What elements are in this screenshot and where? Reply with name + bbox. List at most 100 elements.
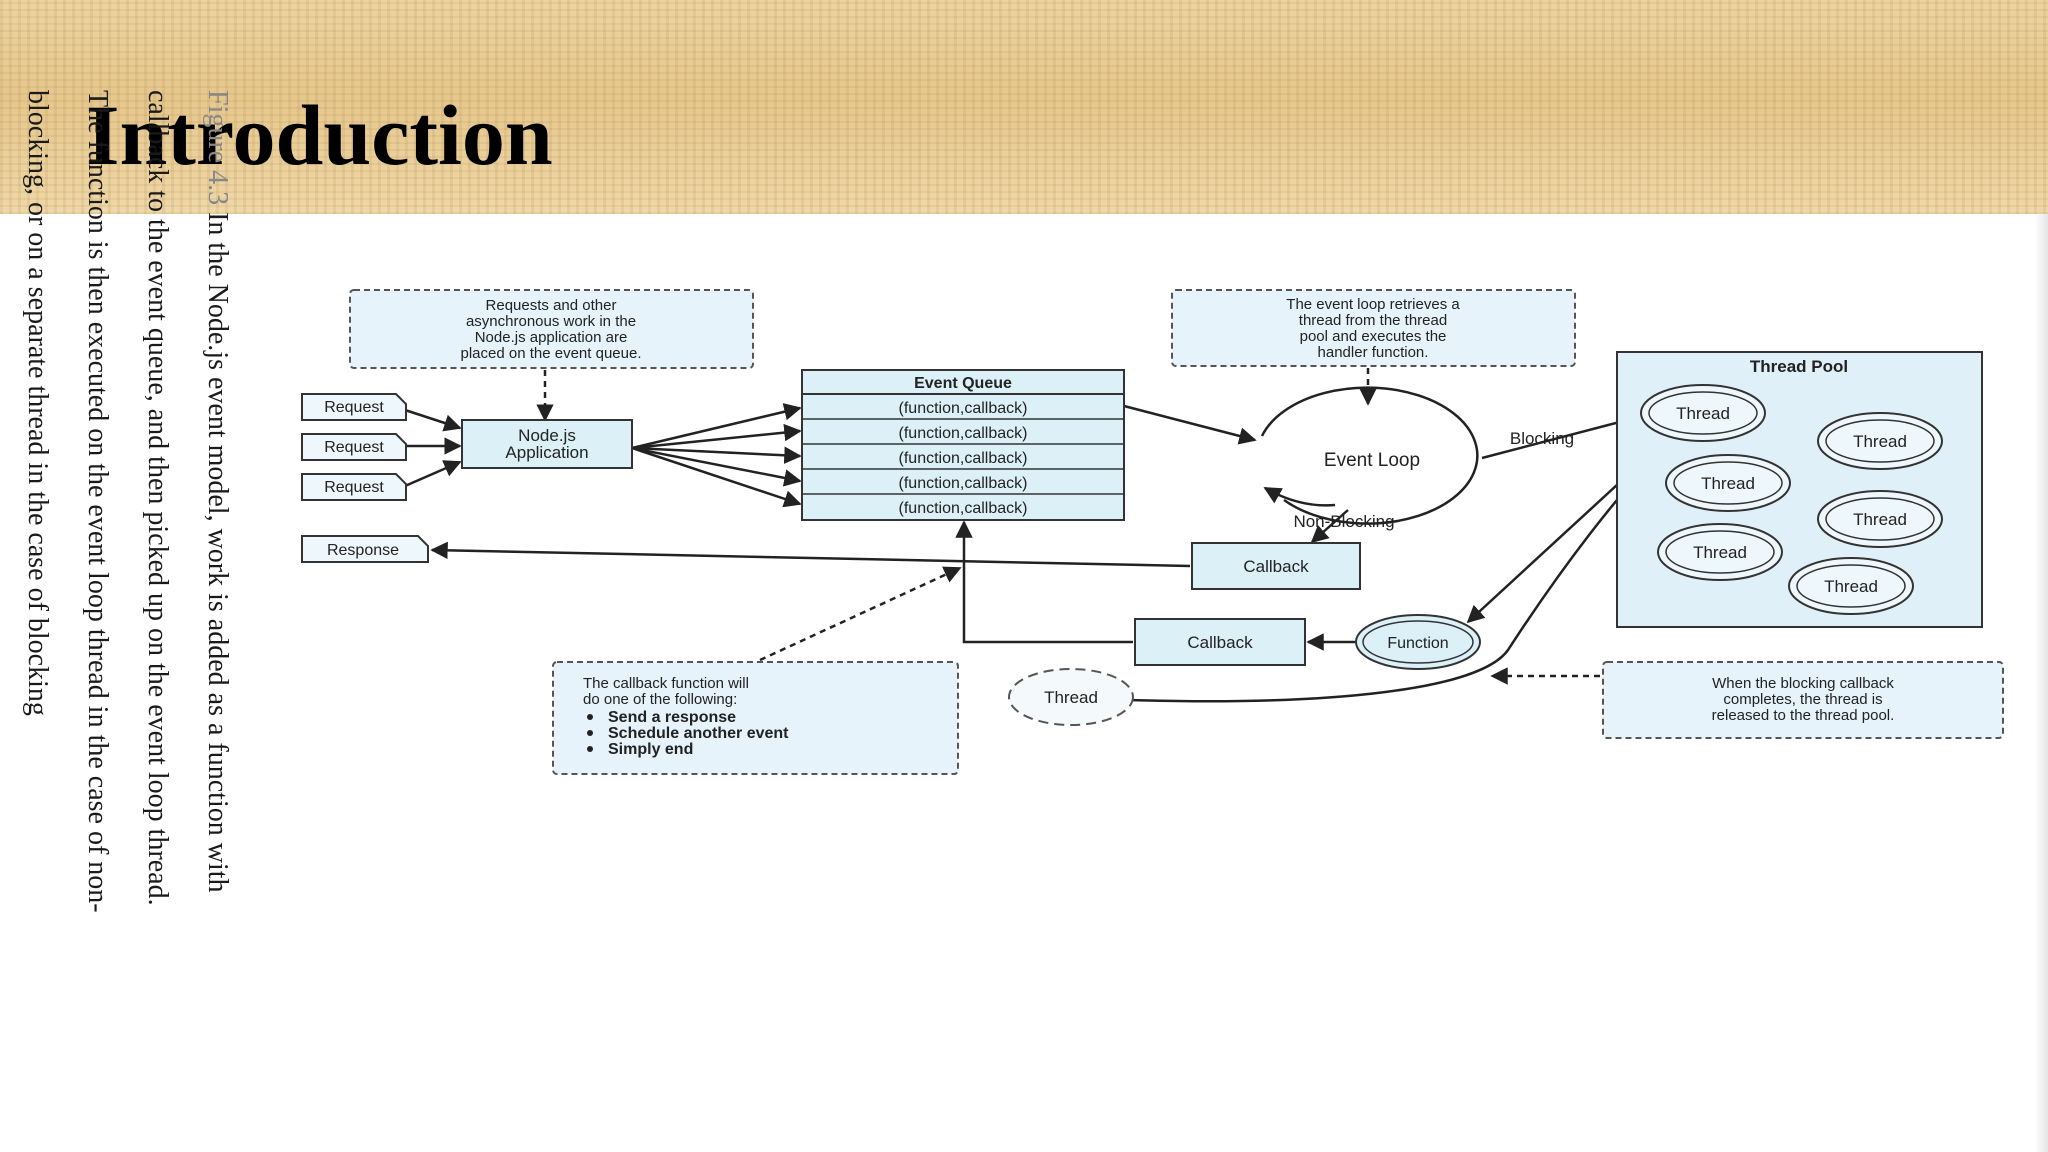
connectors — [404, 368, 1674, 703]
note-callback-item-1: Send a response — [608, 709, 736, 726]
blocking-label: Blocking — [1510, 429, 1574, 448]
pool-thread-1-inner — [1648, 391, 1758, 435]
pool-thread-3-outer — [1665, 454, 1791, 512]
event-loop-circle — [1260, 386, 1479, 525]
blocking-arrow — [1481, 413, 1637, 460]
callback-box-2: Callback — [1134, 618, 1306, 666]
note-requests-box — [349, 289, 754, 369]
request-doc-3: Request — [301, 473, 407, 501]
note-requests-line-3: Node.js application are — [475, 329, 628, 346]
note-release-line-1: When the blocking callback — [1712, 675, 1894, 692]
request-1-arrow — [404, 408, 462, 432]
callback-box-1-label: Callback — [1243, 557, 1309, 576]
queue-item-5: (function,callback) — [899, 500, 1028, 517]
pool-thread-6-outer — [1788, 557, 1914, 615]
note-event-loop: The event loop retrieves a thread from t… — [1171, 289, 1576, 367]
pool-thread-5-inner — [1665, 530, 1775, 574]
app-to-queue-2 — [631, 423, 802, 450]
note-callback-item-2: Schedule another event — [608, 725, 789, 742]
note-callback-box — [552, 661, 959, 775]
note-callback-line-1: The callback function will — [583, 675, 749, 692]
pool-thread-4: Thread — [1817, 490, 1943, 548]
pool-thread-1: Thread — [1640, 384, 1766, 442]
pool-thread-6-inner — [1796, 564, 1906, 608]
pool-thread-5: Thread — [1657, 523, 1783, 581]
request-doc-3-shape — [301, 473, 407, 501]
pool-thread-1-label: Thread — [1676, 404, 1730, 423]
released-thread-label: Thread — [1044, 688, 1098, 707]
nodejs-application: Node.js Application — [461, 419, 633, 469]
function-node-outer — [1355, 614, 1481, 670]
request-doc-2: Request — [301, 433, 407, 461]
bullet-3 — [587, 746, 593, 752]
note-event-loop-line-2: thread from the thread — [1299, 312, 1447, 329]
note-requests: Requests and other asynchronous work in … — [349, 289, 754, 369]
pool-thread-3: Thread — [1665, 454, 1791, 512]
nonblocking-arrow — [1310, 509, 1349, 544]
app-to-queue-5 — [631, 446, 802, 508]
app-to-queue-3 — [631, 446, 802, 464]
slide-edge-shadow — [2034, 214, 2048, 1152]
note-requests-line-1: Requests and other — [486, 297, 617, 314]
callback-box-1: Callback — [1191, 542, 1361, 590]
nodejs-application-line-1: Node.js — [518, 426, 576, 445]
note-release-line-3: released to the thread pool. — [1712, 707, 1895, 724]
note-event-loop-box — [1171, 289, 1576, 367]
loop-return-arrow — [1263, 486, 1336, 507]
callback-box-1-shape — [1191, 542, 1361, 590]
event-queue-title: Event Queue — [914, 375, 1012, 392]
pool-thread-5-outer — [1657, 523, 1783, 581]
request-doc-1-shape — [301, 393, 407, 421]
note-callback-item-3: Simply end — [608, 741, 693, 758]
request-doc-2-shape — [301, 433, 407, 461]
request-doc-1: Request — [301, 393, 407, 421]
pool-thread-4-inner — [1825, 497, 1935, 541]
event-loop: Event Loop Blocking Non-Blocking — [1260, 386, 1574, 531]
request-doc-1-label: Request — [324, 399, 384, 416]
pool-thread-4-outer — [1817, 490, 1943, 548]
slide-title: Introduction — [86, 87, 553, 183]
queue-to-loop — [1123, 404, 1257, 445]
pool-thread-2-label: Thread — [1853, 432, 1907, 451]
pool-thread-3-label: Thread — [1701, 474, 1755, 493]
thread-pool: Thread Pool Thread Thread Thread Thread … — [1616, 351, 1983, 628]
event-loop-label: Event Loop — [1324, 450, 1420, 471]
non-blocking-label: Non-Blocking — [1293, 512, 1394, 531]
event-queue-box — [801, 369, 1125, 521]
note-event-loop-line-4: handler function. — [1318, 344, 1429, 361]
note-release-box — [1602, 661, 2004, 739]
callback-box-2-label: Callback — [1187, 633, 1253, 652]
queue-item-4: (function,callback) — [899, 475, 1028, 492]
pool-thread-1-outer — [1640, 384, 1766, 442]
bullet-2 — [587, 730, 593, 736]
queue-item-2: (function,callback) — [899, 425, 1028, 442]
note-requests-line-2: asynchronous work in the — [466, 313, 636, 330]
request-3-arrow — [404, 460, 462, 488]
app-to-queue-1 — [631, 403, 802, 450]
released-thread-outer — [1008, 668, 1134, 726]
queue-item-1: (function,callback) — [899, 400, 1028, 417]
note-callback: The callback function will do one of the… — [552, 661, 959, 775]
request-doc-3-label: Request — [324, 479, 384, 496]
pool-thread-5-label: Thread — [1693, 543, 1747, 562]
title-banner: Introduction — [0, 0, 2048, 214]
event-queue: Event Queue (function,callback) (functio… — [801, 369, 1125, 521]
released-thread: Thread — [1008, 668, 1134, 726]
nodejs-application-box — [461, 419, 633, 469]
thread-pool-title: Thread Pool — [1750, 357, 1848, 376]
note-release: When the blocking callback completes, th… — [1602, 661, 2004, 739]
bullet-1 — [587, 714, 593, 720]
note-release-line-2: completes, the thread is — [1723, 691, 1882, 708]
queue-item-3: (function,callback) — [899, 450, 1028, 467]
pool-thread-2-inner — [1825, 419, 1935, 463]
callback2-to-queue — [955, 520, 1133, 644]
request-doc-2-label: Request — [324, 439, 384, 456]
note-event-loop-line-3: pool and executes the — [1300, 328, 1447, 345]
pool-thread-2-outer — [1817, 412, 1943, 470]
pool-thread-6: Thread — [1788, 557, 1914, 615]
note-event-loop-line-1: The event loop retrieves a — [1286, 296, 1460, 313]
pool-thread-4-label: Thread — [1853, 510, 1907, 529]
response-doc-label: Response — [327, 542, 399, 559]
callback-to-response — [430, 541, 1191, 568]
